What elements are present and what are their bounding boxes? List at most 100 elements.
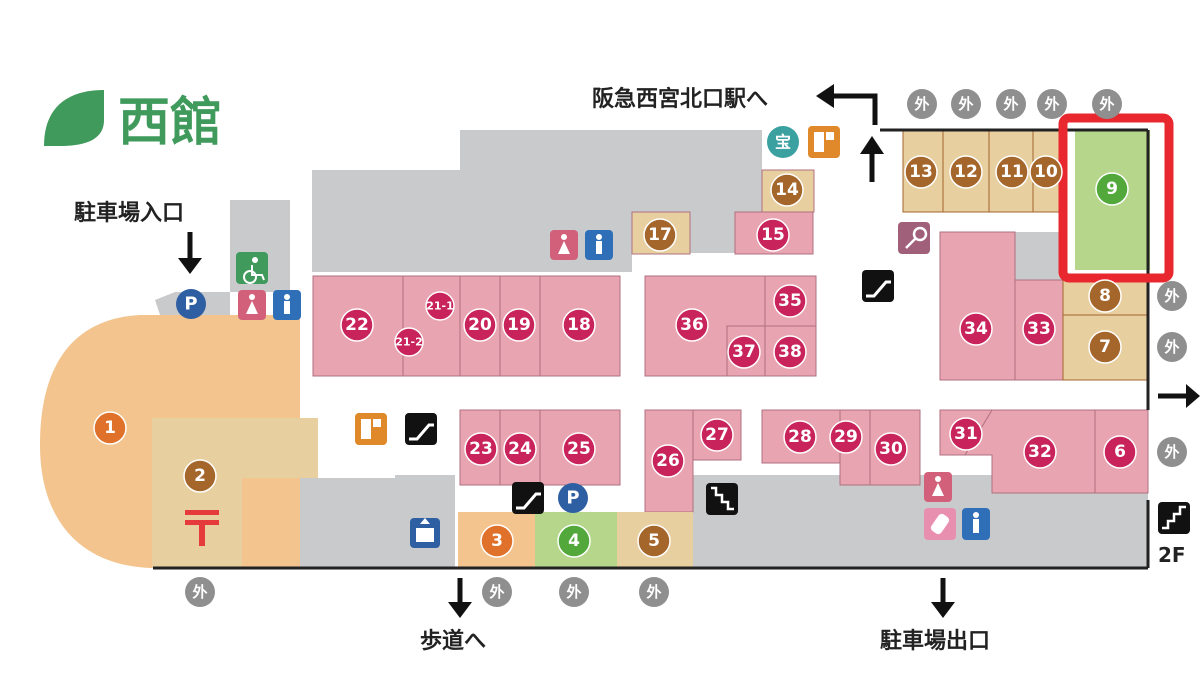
outside-marker: 外 xyxy=(1092,89,1122,119)
shop-marker-25[interactable]: 25 xyxy=(562,432,596,466)
shop-marker-circle xyxy=(183,459,217,493)
atm-icon xyxy=(808,126,840,158)
outside-text: 外 xyxy=(191,583,207,601)
outside-text: 外 xyxy=(1163,338,1179,356)
shop-marker-circle xyxy=(1022,312,1056,346)
shop-number: 22 xyxy=(345,315,369,335)
shop-number: 32 xyxy=(1028,442,1052,462)
shop-number: 33 xyxy=(1027,319,1051,339)
outside-text: 外 xyxy=(1098,95,1114,113)
shop-marker-circle xyxy=(557,524,591,558)
shop-marker-circle xyxy=(502,308,536,342)
sidewalk-arrow xyxy=(448,578,472,618)
shop-marker-1[interactable]: 1 xyxy=(93,411,127,445)
shop-number: 12 xyxy=(954,162,978,182)
shop-marker-5[interactable]: 5 xyxy=(637,524,671,558)
outside-marker: 外 xyxy=(1157,437,1187,467)
lost-and-found-icon: 宝 xyxy=(767,126,799,158)
shop-number: 14 xyxy=(775,180,799,200)
shop-2-area[interactable] xyxy=(152,418,318,568)
shop-marker-8[interactable]: 8 xyxy=(1088,279,1122,313)
shop-number: 37 xyxy=(732,342,756,362)
shop-number: 28 xyxy=(788,427,812,447)
shop-marker-20[interactable]: 20 xyxy=(463,308,497,342)
shop-marker-circle xyxy=(773,284,807,318)
shop-marker-9[interactable]: 9 xyxy=(1095,172,1129,206)
station-label: 阪急西宮北口駅へ xyxy=(592,86,768,112)
shop-marker-33[interactable]: 33 xyxy=(1022,312,1056,346)
shop-marker-circle xyxy=(904,155,938,189)
shop-marker-34[interactable]: 34 xyxy=(959,312,993,346)
mens-restroom-icon xyxy=(273,290,301,320)
shop-marker-24[interactable]: 24 xyxy=(503,432,537,466)
shop-number: 29 xyxy=(834,427,858,447)
svg-text:宝: 宝 xyxy=(775,133,791,152)
shop-marker-31[interactable]: 31 xyxy=(949,417,983,451)
outside-marker: 外 xyxy=(482,577,512,607)
shop-marker-22[interactable]: 22 xyxy=(340,308,374,342)
shop-marker-37[interactable]: 37 xyxy=(727,335,761,369)
shop-marker-circle xyxy=(394,327,424,357)
shop-marker-13[interactable]: 13 xyxy=(904,155,938,189)
shop-marker-19[interactable]: 19 xyxy=(502,308,536,342)
wheelchair-icon xyxy=(236,252,268,284)
shop-number: 10 xyxy=(1034,162,1058,182)
shop-number: 8 xyxy=(1099,286,1111,306)
outside-text: 外 xyxy=(957,95,973,113)
shop-marker-29[interactable]: 29 xyxy=(829,420,863,454)
shop-marker-32[interactable]: 32 xyxy=(1023,435,1057,469)
mens-restroom-icon xyxy=(585,230,613,260)
shop-marker-21-2[interactable]: 21-2 xyxy=(394,327,424,357)
outside-marker: 外 xyxy=(1157,332,1187,362)
shop-marker-circle xyxy=(1095,172,1129,206)
shop-marker-4[interactable]: 4 xyxy=(557,524,591,558)
shop-marker-18[interactable]: 18 xyxy=(562,308,596,342)
shop-marker-35[interactable]: 35 xyxy=(773,284,807,318)
shop-marker-36[interactable]: 36 xyxy=(675,308,709,342)
shop-number: 27 xyxy=(705,425,729,445)
shop-marker-7[interactable]: 7 xyxy=(1088,330,1122,364)
shop-marker-10[interactable]: 10 xyxy=(1029,155,1063,189)
shop-marker-12[interactable]: 12 xyxy=(949,155,983,189)
womens-restroom-icon xyxy=(550,230,578,260)
outside-marker: 外 xyxy=(907,89,937,119)
outside-marker: 外 xyxy=(185,577,215,607)
shop-number: 15 xyxy=(761,225,785,245)
shop-marker-28[interactable]: 28 xyxy=(783,420,817,454)
parking-entrance-arrow xyxy=(178,232,202,274)
shop-number: 31 xyxy=(954,424,978,444)
escalator-icon xyxy=(405,413,437,445)
shop-marker-6[interactable]: 6 xyxy=(1103,435,1137,469)
shop-marker-circle xyxy=(675,308,709,342)
shop-marker-38[interactable]: 38 xyxy=(773,335,807,369)
shop-marker-21-1[interactable]: 21-1 xyxy=(425,291,455,321)
shop-marker-3[interactable]: 3 xyxy=(480,524,514,558)
shop-marker-23[interactable]: 23 xyxy=(464,432,498,466)
shop-marker-circle xyxy=(949,155,983,189)
escalator-icon xyxy=(862,270,894,302)
elevator-icon xyxy=(410,518,440,548)
shop-marker-15[interactable]: 15 xyxy=(756,218,790,252)
shop-marker-11[interactable]: 11 xyxy=(995,155,1029,189)
shop-marker-17[interactable]: 17 xyxy=(643,218,677,252)
outside-text: 外 xyxy=(1163,287,1179,305)
escalator-icon xyxy=(512,482,544,514)
shop-marker-30[interactable]: 30 xyxy=(874,432,908,466)
shop-marker-27[interactable]: 27 xyxy=(700,418,734,452)
shop-number: 3 xyxy=(491,531,503,551)
building-name: 西館 xyxy=(118,93,222,153)
shop-marker-circle xyxy=(829,420,863,454)
outside-text: 外 xyxy=(645,583,661,601)
shop-number: 19 xyxy=(507,315,531,335)
shop-marker-2[interactable]: 2 xyxy=(183,459,217,493)
shop-number: 36 xyxy=(680,315,704,335)
shop-marker-circle xyxy=(1088,330,1122,364)
shop-marker-circle xyxy=(651,444,685,478)
shop-marker-26[interactable]: 26 xyxy=(651,444,685,478)
shop-number: 7 xyxy=(1099,337,1111,357)
outside-text: 外 xyxy=(1002,95,1018,113)
shop-number: 23 xyxy=(469,439,493,459)
shop-marker-circle xyxy=(959,312,993,346)
leaf-icon xyxy=(44,90,104,146)
shop-marker-14[interactable]: 14 xyxy=(770,173,804,207)
